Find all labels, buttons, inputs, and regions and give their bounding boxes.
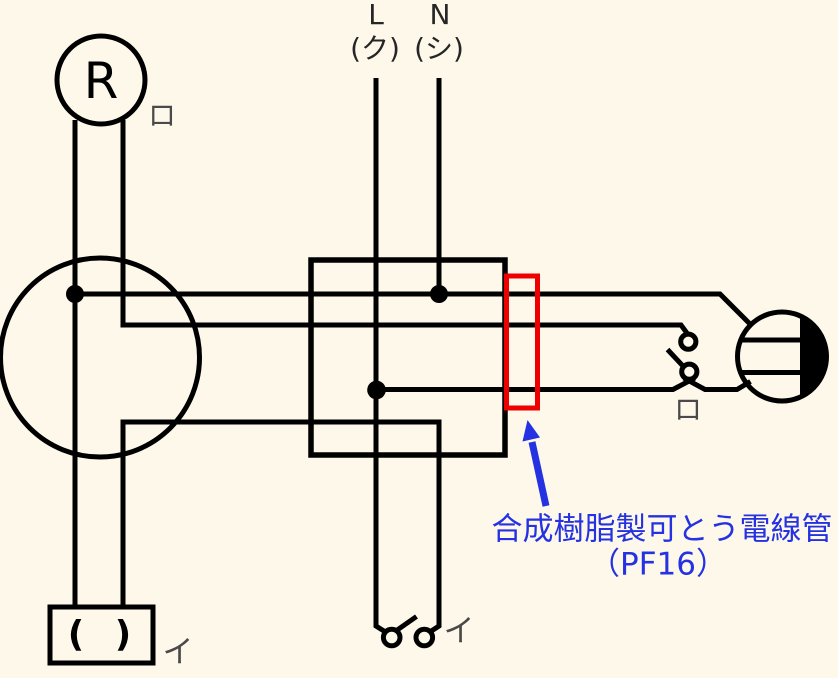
wire-lamp-to-switch-ro	[120, 120, 690, 336]
wire-line-drop	[373, 78, 387, 635]
supply-neutral-label: N	[429, 0, 451, 31]
lamp-receptacle-circuit-label: ロ	[147, 99, 177, 132]
wire-switch-i-return	[120, 419, 442, 635]
pf-conduit-highlight	[504, 273, 540, 411]
ceiling-rosette-box	[47, 604, 156, 666]
wire-line-to-outlet	[682, 375, 752, 392]
supply-line-wire-color: (ク)	[350, 32, 400, 65]
ceiling-rosette-symbol-text: ( )	[67, 614, 141, 655]
switch-i-circuit-label: イ	[443, 613, 475, 650]
switch-i-terminal-right	[413, 626, 436, 649]
junction-dot-neutral-center	[430, 285, 448, 303]
switch-i-symbol	[380, 614, 436, 649]
annotation-arrow-shaft	[528, 441, 550, 507]
switch-i-blade	[395, 614, 418, 633]
outlet-filled-segment	[800, 315, 827, 398]
switch-ro-terminal-bottom	[679, 361, 700, 382]
outlet-symbol	[735, 309, 829, 404]
lamp-receptacle-letter: R	[83, 52, 119, 110]
wire-neutral-run	[75, 291, 753, 327]
switch-ro-terminal-top	[678, 331, 699, 352]
switch-i-terminal-left	[380, 626, 403, 649]
lamp-receptacle-circle	[54, 33, 148, 127]
switch-ro-symbol	[665, 331, 700, 382]
switch-ro-blade	[665, 347, 685, 368]
ceiling-rosette-circuit-label: イ	[162, 634, 194, 671]
junction-dot-line	[367, 380, 386, 400]
annotation-arrow-head	[522, 420, 540, 442]
conduit-annotation-text: 合成樹脂製可とう電線管	[491, 511, 833, 548]
junction-dot-neutral-left	[66, 285, 84, 303]
supply-line-label: L	[368, 0, 384, 31]
supply-neutral-wire-color: (シ)	[414, 32, 464, 65]
annotation-arrow	[522, 420, 550, 507]
switch-ro-circuit-label: ロ	[673, 393, 703, 426]
conduit-annotation-size: （PF16）	[589, 546, 727, 583]
outlet-box-square	[308, 257, 508, 458]
junction-box-circle	[0, 255, 202, 460]
